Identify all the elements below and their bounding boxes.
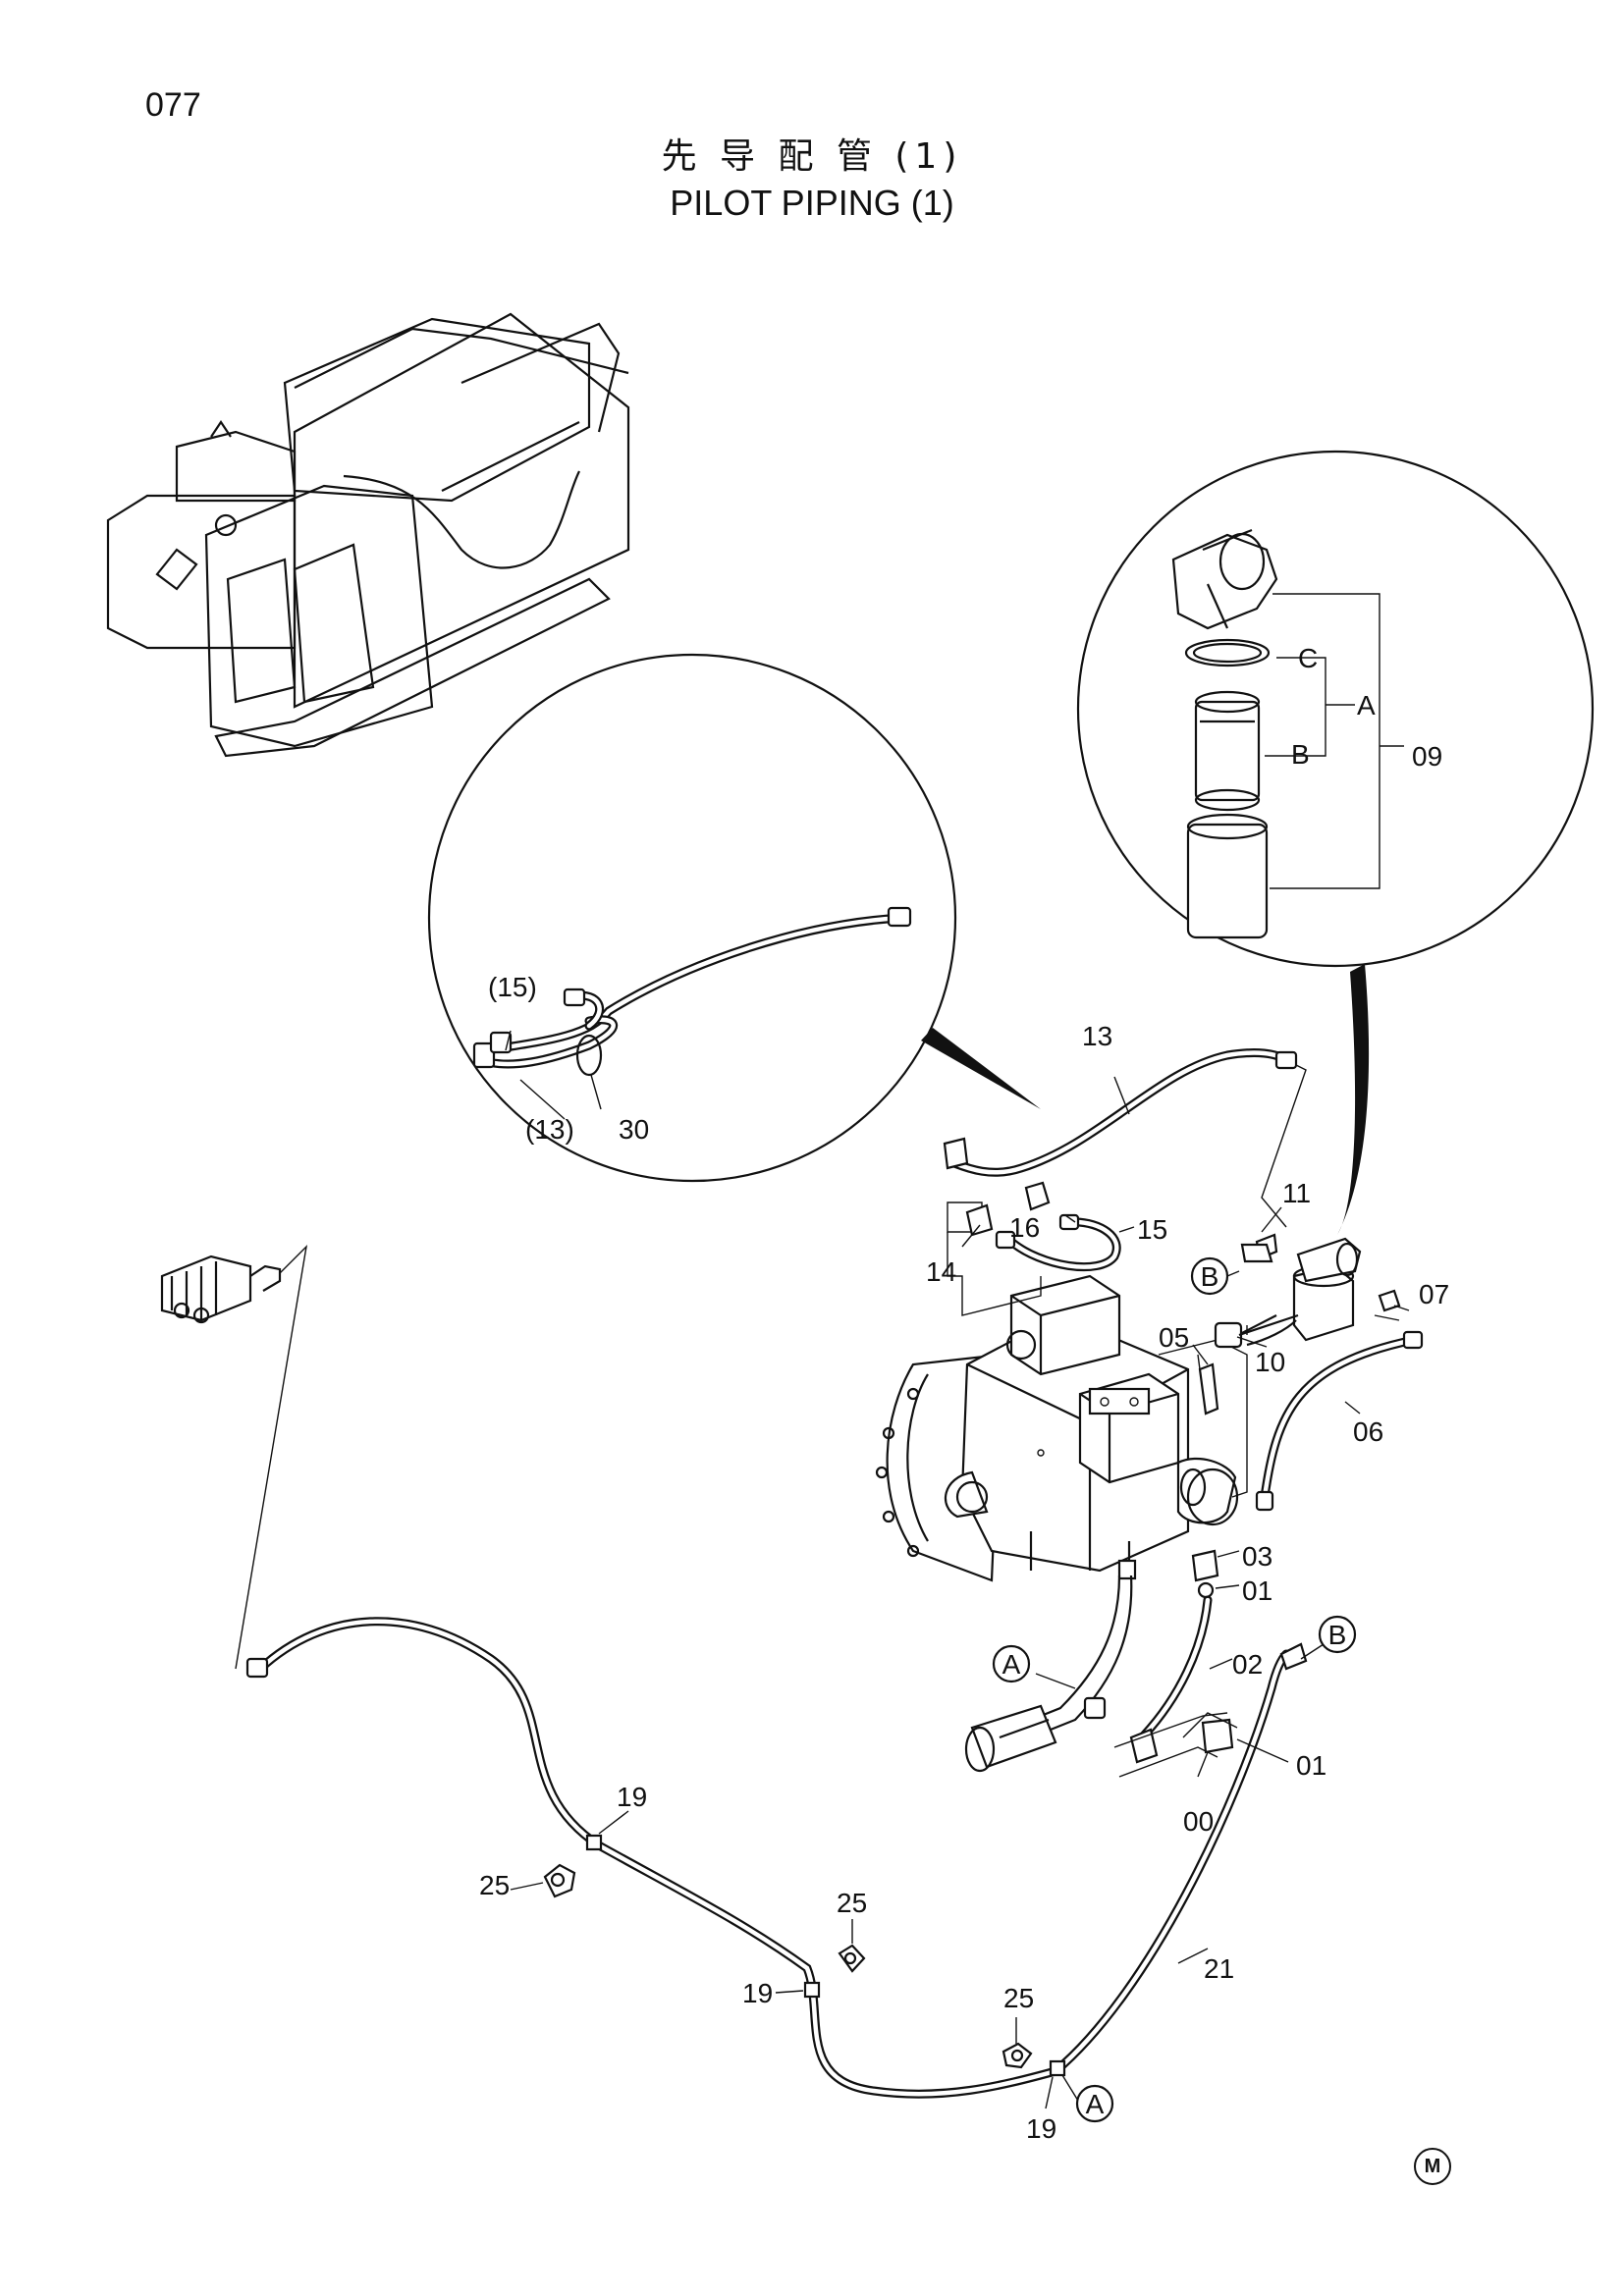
callout-13: 13 (1082, 1021, 1112, 1051)
callout-13-detail: (13) (525, 1114, 574, 1145)
title-english: PILOT PIPING (1) (670, 183, 954, 223)
callout-01-lower: 01 (1296, 1750, 1326, 1781)
manufacturer-mark: M (1414, 2148, 1451, 2185)
callout-05: 05 (1159, 1322, 1189, 1353)
callout-01-upper: 01 (1242, 1575, 1272, 1606)
callout-03: 03 (1242, 1541, 1272, 1572)
callout-19-a: 19 (617, 1782, 647, 1812)
callout-15-detail: (15) (488, 972, 537, 1002)
callout-25-b: 25 (837, 1888, 867, 1918)
callout-19-c: 19 (1026, 2113, 1056, 2144)
callout-15: 15 (1137, 1214, 1167, 1245)
callout-14: 14 (926, 1256, 956, 1287)
filter-label-c: C (1298, 643, 1318, 673)
filter-label-a: A (1357, 690, 1376, 721)
reference-marks (992, 1256, 1357, 2123)
callout-21: 21 (1204, 1953, 1234, 1984)
pilot-hoses-upper (943, 1048, 1307, 1272)
callout-25-c: 25 (1003, 1983, 1034, 2013)
callout-00: 00 (1183, 1806, 1214, 1837)
callout-02: 02 (1232, 1649, 1263, 1680)
filter-detail-circle (1076, 450, 1595, 1235)
callout-16: 16 (1009, 1212, 1040, 1243)
excavator-overview (106, 312, 630, 758)
control-valve (160, 1244, 308, 1670)
callout-09: 09 (1412, 741, 1442, 772)
callout-10: 10 (1255, 1347, 1285, 1377)
leader-lines (961, 1076, 1410, 1778)
ref-b-right: B (1328, 1620, 1347, 1650)
callout-11: 11 (1282, 1178, 1311, 1208)
callout-30: 30 (619, 1114, 649, 1145)
callout-06: 06 (1353, 1416, 1383, 1447)
filter-label-b: B (1291, 739, 1310, 770)
ref-a-lower: A (1086, 2089, 1105, 2119)
pump-assembly (875, 1201, 1248, 1582)
callout-19-b: 19 (742, 1978, 773, 2008)
suction-hoses (964, 1549, 1238, 1778)
labels: C A B 09 (15) (13) 30 13 11 16 15 14 10 … (479, 643, 1449, 2144)
ref-a-upper: A (1002, 1649, 1021, 1680)
callout-25-a: 25 (479, 1870, 510, 1900)
callout-07: 07 (1419, 1279, 1449, 1309)
ref-b-left: B (1201, 1261, 1219, 1292)
page-number: 077 (145, 86, 201, 124)
long-pilot-hose (245, 1617, 1308, 2109)
title-japanese: 先 导 配 管 (1) (661, 136, 963, 177)
clamp-detail-circle (427, 653, 1041, 1183)
filter-housing (1192, 1233, 1424, 1512)
